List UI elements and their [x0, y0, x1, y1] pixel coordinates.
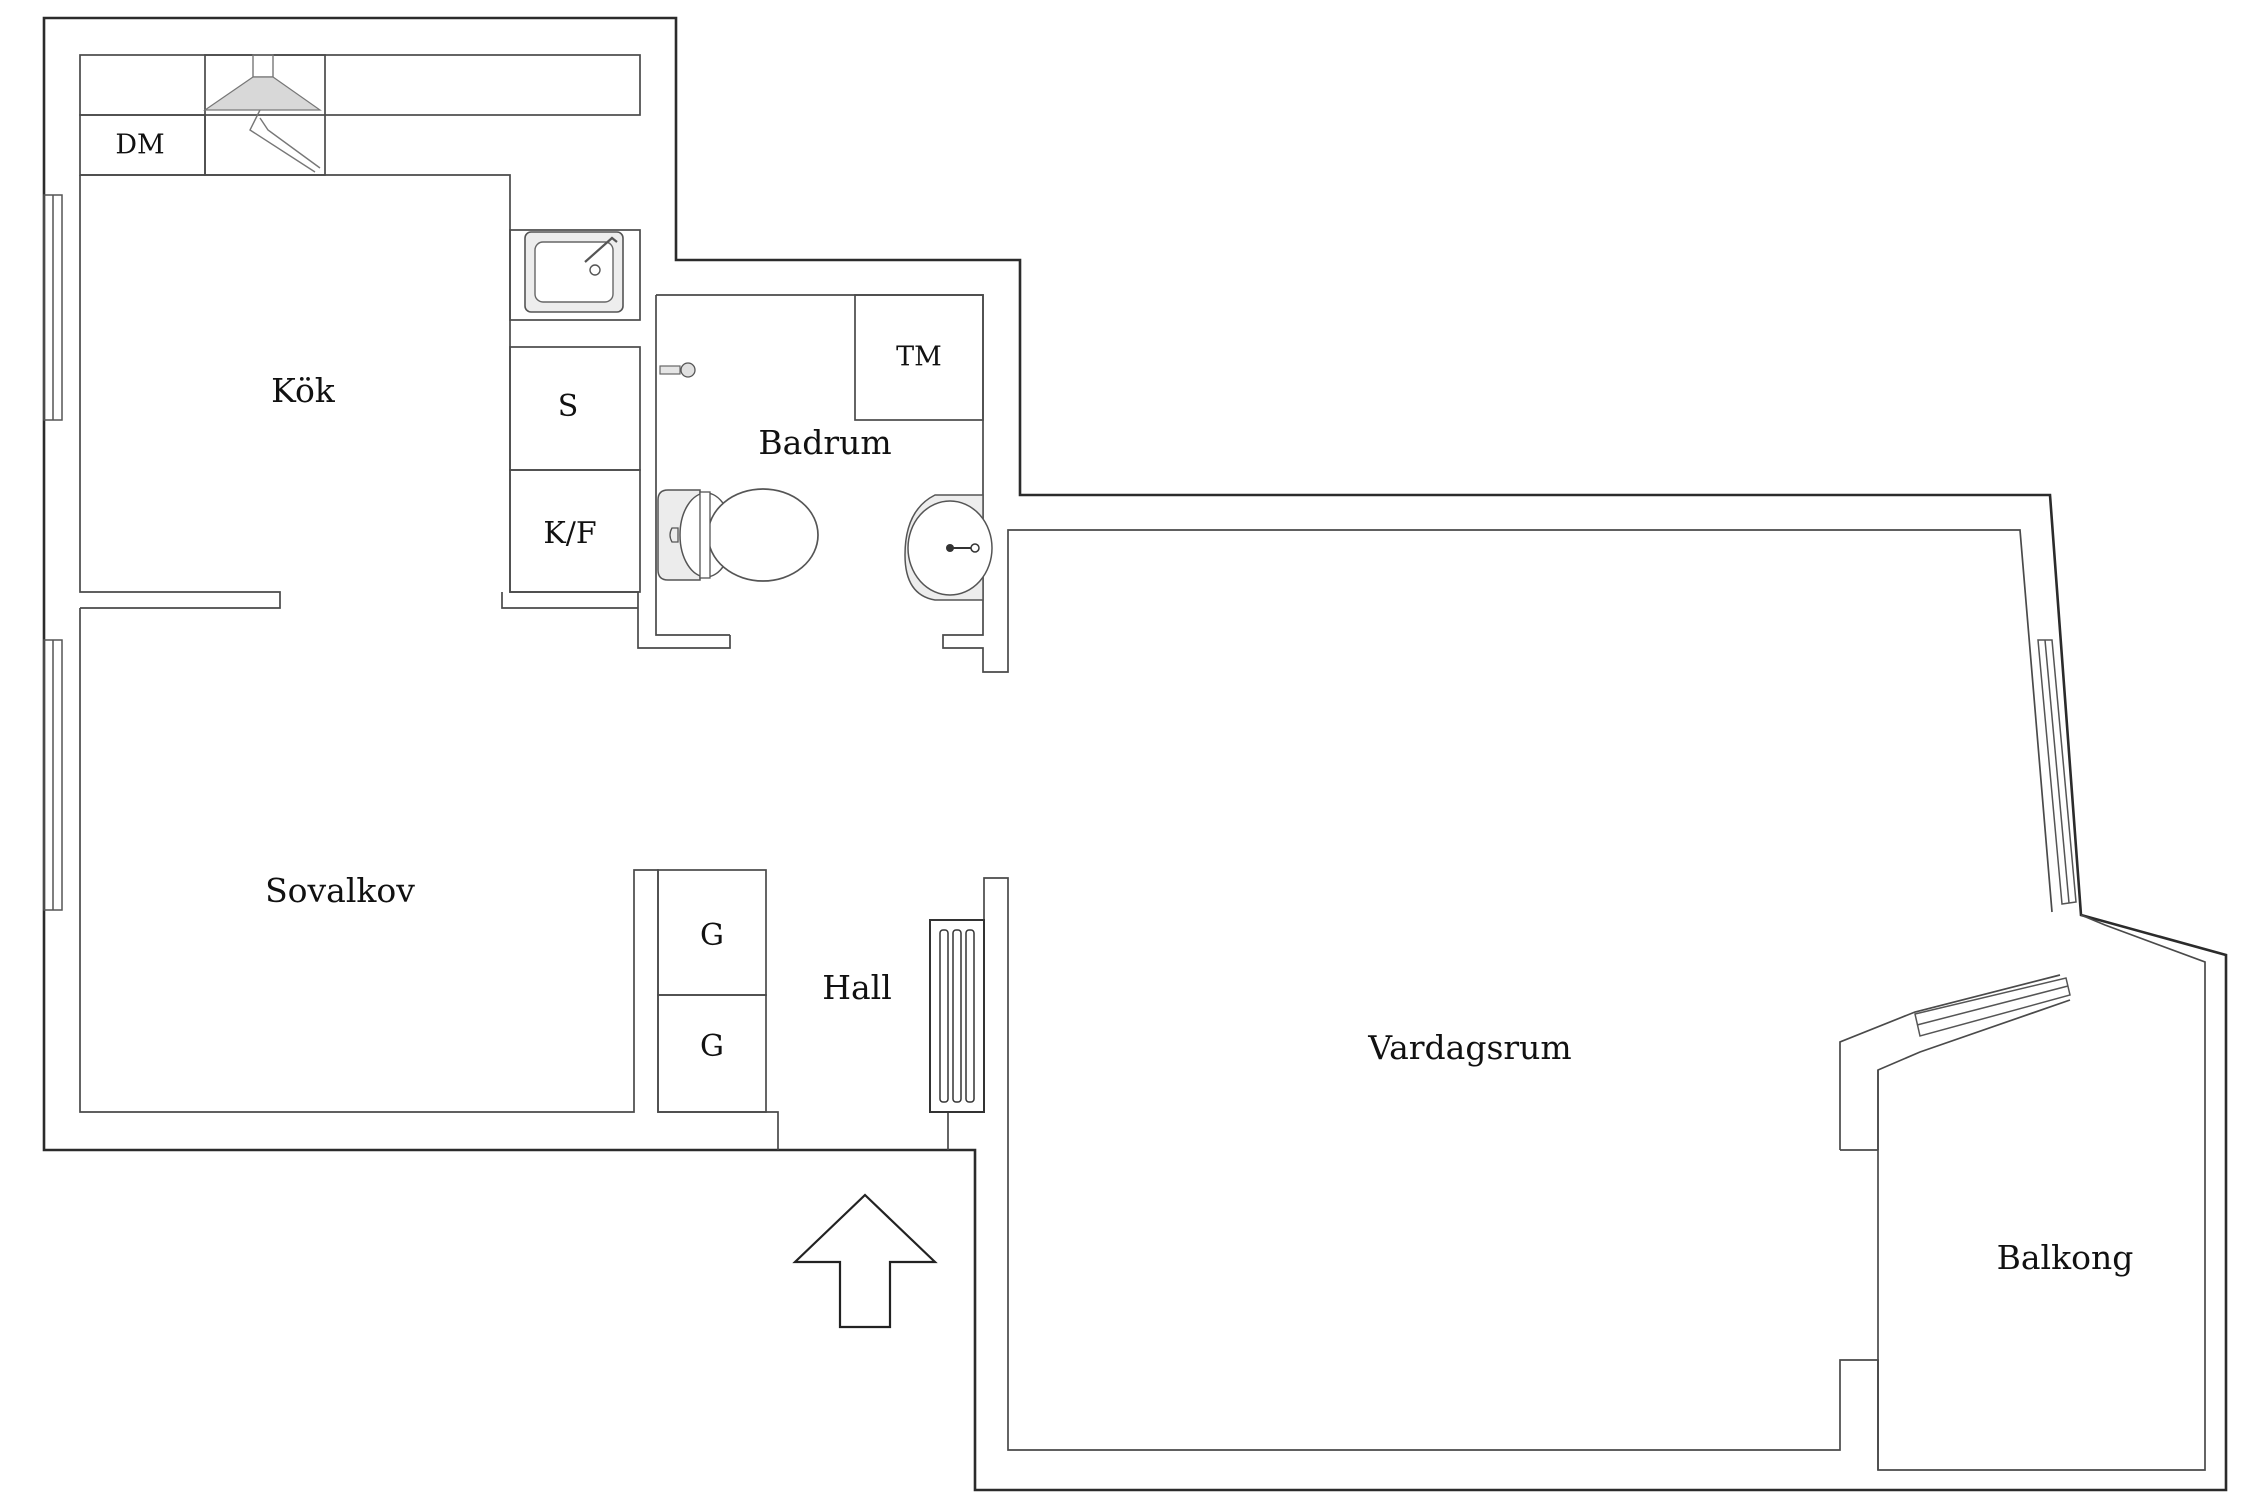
kitchen-counter: [79, 54, 641, 593]
range-hood-icon: [203, 54, 322, 173]
fixture-label-dishwasher: DM: [115, 130, 164, 161]
toilet-icon: [657, 488, 819, 582]
entrance-arrow-icon: [792, 1193, 938, 1329]
room-label-kitchen: Kök: [271, 371, 336, 410]
shower-head-icon: [659, 362, 696, 378]
fixture-label-washer: TM: [896, 342, 942, 373]
room-label-hall: Hall: [822, 968, 892, 1007]
outer-wall: [42, 16, 2228, 1492]
bathroom-fixtures: [657, 294, 993, 601]
radiator-icon: [929, 919, 985, 1113]
washbasin-icon: [904, 494, 993, 601]
room-label-living: Vardagsrum: [1367, 1028, 1571, 1067]
fixture-label-wardrobe-2: G: [700, 1029, 724, 1064]
fixture-label-cabinet: S: [558, 389, 579, 424]
windows: [43, 194, 2077, 1037]
wardrobes: [657, 869, 767, 1113]
room-label-alcove: Sovalkov: [265, 871, 415, 910]
fixture-label-wardrobe-1: G: [700, 918, 724, 953]
fixture-label-fridge-freezer: K/F: [543, 516, 596, 551]
kitchen-sink-icon: [524, 231, 624, 313]
room-label-balcony: Balkong: [1997, 1238, 2134, 1277]
room-label-bathroom: Badrum: [758, 423, 891, 462]
